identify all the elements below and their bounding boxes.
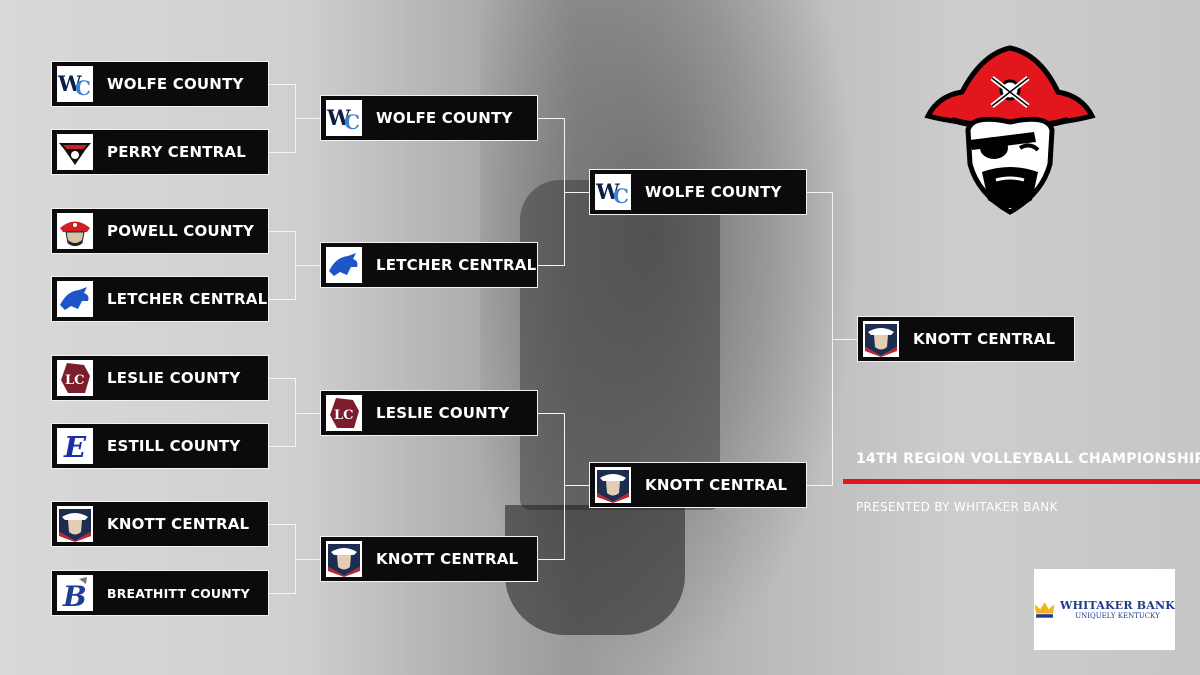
perry-central-logo-icon bbox=[57, 134, 93, 170]
patriot-logo-icon bbox=[863, 321, 899, 357]
bracket-connector-line bbox=[832, 339, 857, 340]
lc-logo-icon bbox=[326, 395, 362, 431]
bracket-connector bbox=[269, 231, 296, 300]
bracket-connector bbox=[269, 378, 296, 447]
bracket-connector bbox=[269, 84, 296, 153]
sponsor-logo: WHITAKER BANK UNIQUELY KENTUCKY bbox=[1034, 569, 1175, 650]
bracket-slot: LETCHER CENTRAL bbox=[320, 242, 538, 288]
bracket-connector bbox=[269, 524, 296, 594]
bracket-slot: WOLFE COUNTY bbox=[51, 61, 269, 107]
team-name: POWELL COUNTY bbox=[107, 222, 255, 240]
wc-logo-icon bbox=[326, 100, 362, 136]
bracket-slot: LESLIE COUNTY bbox=[51, 355, 269, 401]
b-logo-icon bbox=[57, 575, 93, 611]
team-name: WOLFE COUNTY bbox=[376, 109, 513, 127]
lc-logo-icon bbox=[57, 360, 93, 396]
bracket-connector-line bbox=[564, 192, 589, 193]
pirate-mascot-icon bbox=[924, 45, 1096, 215]
team-name: KNOTT CENTRAL bbox=[645, 476, 788, 494]
background-player-jersey bbox=[520, 180, 720, 510]
bracket-connector-line bbox=[295, 118, 320, 119]
bracket-connector-line bbox=[295, 559, 320, 560]
team-name: WOLFE COUNTY bbox=[107, 75, 244, 93]
patriot-logo-icon bbox=[57, 506, 93, 542]
bracket-slot: PERRY CENTRAL bbox=[51, 129, 269, 175]
team-name: LESLIE COUNTY bbox=[107, 369, 241, 387]
bracket-slot: BREATHITT COUNTY bbox=[51, 570, 269, 616]
team-name: ESTILL COUNTY bbox=[107, 437, 241, 455]
bracket-connector bbox=[538, 413, 565, 560]
bracket-slot: LETCHER CENTRAL bbox=[51, 276, 269, 322]
bracket-slot: POWELL COUNTY bbox=[51, 208, 269, 254]
team-name: LETCHER CENTRAL bbox=[376, 256, 537, 274]
patriot-logo-icon bbox=[595, 467, 631, 503]
team-name: WOLFE COUNTY bbox=[645, 183, 782, 201]
event-subtitle: PRESENTED BY WHITAKER BANK bbox=[856, 500, 1058, 514]
team-name: LETCHER CENTRAL bbox=[107, 290, 268, 308]
bracket-slot: KNOTT CENTRAL bbox=[857, 316, 1075, 362]
wc-logo-icon bbox=[57, 66, 93, 102]
e-logo-icon bbox=[57, 428, 93, 464]
bracket-slot: KNOTT CENTRAL bbox=[589, 462, 807, 508]
sponsor-tagline: UNIQUELY KENTUCKY bbox=[1075, 612, 1160, 620]
event-title: 14TH REGION VOLLEYBALL CHAMPIONSHIP bbox=[856, 451, 1200, 467]
team-name: KNOTT CENTRAL bbox=[107, 515, 250, 533]
patriot-logo-icon bbox=[326, 541, 362, 577]
bracket-connector-line bbox=[295, 413, 320, 414]
bracket-connector bbox=[807, 192, 833, 486]
bracket-slot: ESTILL COUNTY bbox=[51, 423, 269, 469]
bracket-slot: WOLFE COUNTY bbox=[589, 169, 807, 215]
team-name: KNOTT CENTRAL bbox=[913, 330, 1056, 348]
team-name: LESLIE COUNTY bbox=[376, 404, 510, 422]
bracket-connector bbox=[538, 118, 565, 266]
bracket-slot: KNOTT CENTRAL bbox=[51, 501, 269, 547]
sponsor-name: WHITAKER BANK bbox=[1060, 599, 1175, 612]
wc-logo-icon bbox=[595, 174, 631, 210]
team-name: PERRY CENTRAL bbox=[107, 143, 246, 161]
bracket-slot: WOLFE COUNTY bbox=[320, 95, 538, 141]
bracket-connector-line bbox=[564, 485, 589, 486]
team-name: KNOTT CENTRAL bbox=[376, 550, 519, 568]
bracket-slot: LESLIE COUNTY bbox=[320, 390, 538, 436]
bracket-slot: KNOTT CENTRAL bbox=[320, 536, 538, 582]
crown-icon bbox=[1034, 601, 1055, 618]
accent-bar bbox=[843, 479, 1200, 484]
cougar-logo-icon bbox=[57, 281, 93, 317]
team-name: BREATHITT COUNTY bbox=[107, 585, 250, 601]
bracket-connector-line bbox=[295, 265, 320, 266]
cougar-logo-icon bbox=[326, 247, 362, 283]
pirate-logo-icon bbox=[57, 213, 93, 249]
